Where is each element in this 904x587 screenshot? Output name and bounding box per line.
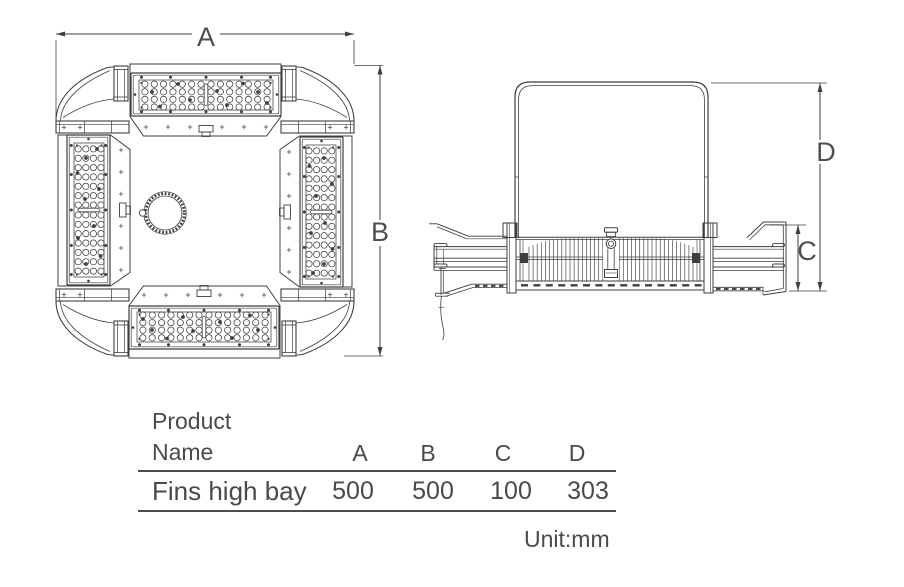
product-header-line1: Product [152,408,232,434]
col-header-b: B [420,440,436,466]
side-module [57,134,131,287]
cell-value-c: 100 [490,477,532,505]
left-wing [429,223,507,297]
product-header-line2: Name [152,439,214,465]
right-wing [713,221,787,296]
corner-fin-bracket [280,288,355,357]
product-name-header: Product Name [152,406,231,468]
yoke-bracket [502,81,718,238]
corner-fin-bracket [55,288,130,357]
col-header-c: C [494,440,512,466]
side-view-dimensions [711,82,838,292]
table-rule-bottom [138,510,616,512]
technical-drawing: A B C D [55,22,838,359]
hanging-cable [438,296,445,341]
col-header-a: A [352,440,368,466]
table-rule-top [138,470,616,472]
product-row-name: Fins high bay [152,476,307,506]
dim-label-c: C [797,236,817,266]
center-knurled-ring [138,191,187,235]
side-module [128,285,281,359]
top-view-dimensions [55,24,392,357]
side-module [279,135,353,288]
top-view [55,24,392,359]
dim-label-b: B [371,217,389,247]
side-view [429,81,838,341]
cell-value-b: 500 [412,477,454,505]
unit-label: Unit:mm [524,526,610,552]
center-hub [603,227,619,278]
side-module [129,63,282,137]
corner-fin-bracket [55,65,130,134]
col-header-d: D [568,440,586,466]
dim-label-a: A [197,22,215,52]
cell-value-a: 500 [332,477,374,505]
corner-fin-bracket [280,65,355,134]
dim-label-d: D [816,137,836,167]
cell-value-d: 303 [567,477,609,505]
